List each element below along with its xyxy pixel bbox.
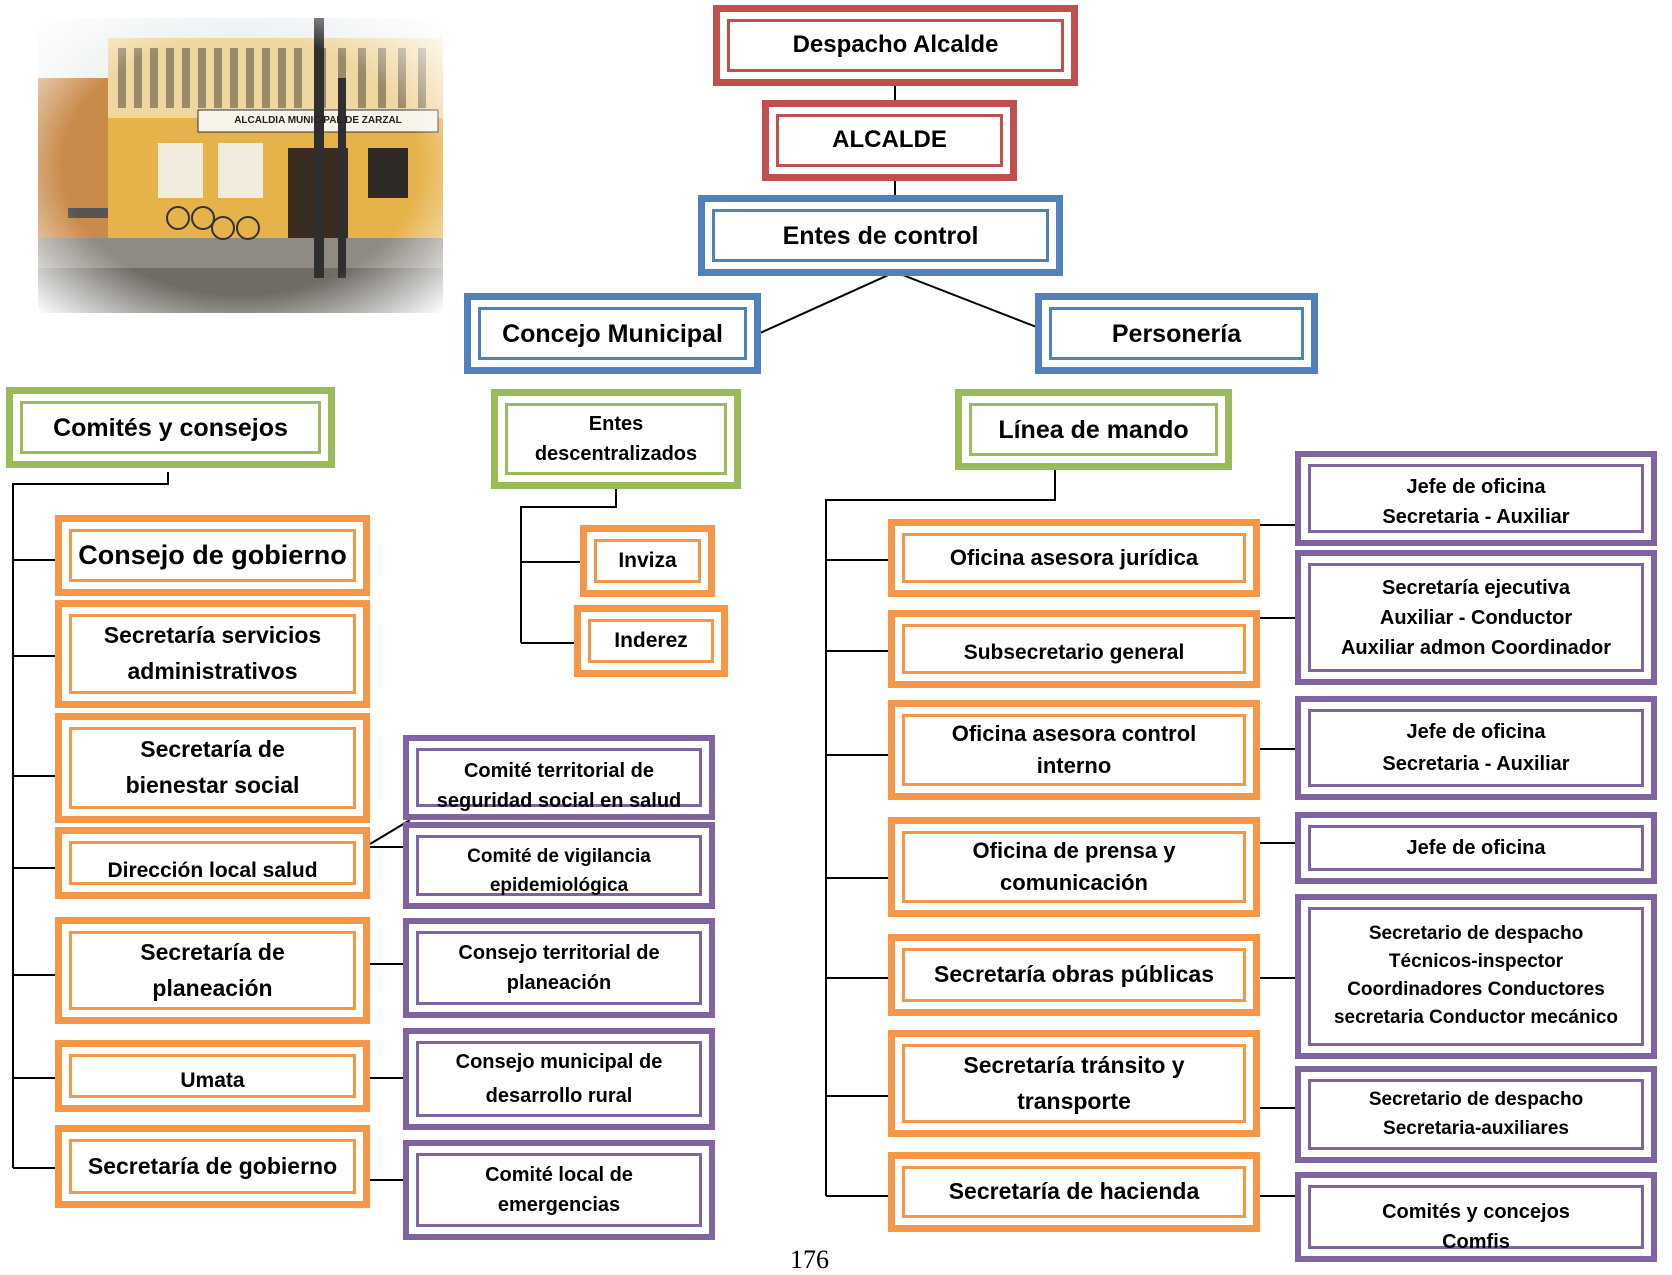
comites-consejos-label: Comités y consejos [53, 413, 288, 442]
committee-label: emergencias [497, 1194, 621, 1216]
left-item-consejo-gobierno: Consejo de gobierno [55, 515, 370, 596]
left-item-label: planeación [152, 974, 273, 1001]
committee-label: epidemiológica [489, 874, 629, 896]
right-item-label: Secretaría obras públicas [934, 961, 1214, 988]
staff-label: Coordinadores Conductores [1347, 979, 1605, 1000]
middle-item-inderez: Inderez [574, 605, 728, 677]
left-item-bienestar-social: Secretaría de bienestar social [55, 713, 370, 823]
entes-descentralizados-label: descentralizados [534, 443, 698, 465]
staff-label: Secretaría ejecutiva [1382, 576, 1570, 599]
alcalde-box: ALCALDE [762, 100, 1017, 181]
staff-label: Jefe de oficina [1406, 721, 1546, 743]
staff-subsecretario: Secretaría ejecutiva Auxiliar - Conducto… [1295, 550, 1657, 685]
right-item-label: Secretaría de hacienda [948, 1178, 1200, 1205]
personeria-box: Personería [1035, 293, 1318, 374]
left-item-label: Secretaría servicios [103, 622, 322, 649]
left-item-servicios-administrativos: Secretaría servicios administrativos [55, 600, 370, 708]
committee-desarrollo-rural: Consejo municipal de desarrollo rural [403, 1028, 715, 1130]
right-item-label: Subsecretario general [963, 641, 1185, 665]
left-item-label: Secretaría de gobierno [87, 1152, 338, 1179]
right-item-subsecretario-general: Subsecretario general [888, 610, 1260, 688]
staff-label: Jefe de oficina [1406, 476, 1546, 498]
staff-label: Auxiliar admon Coordinador [1340, 636, 1612, 659]
comites-consejos-header: Comités y consejos [6, 387, 335, 468]
staff-label: secretaria Conductor mecánico [1333, 1006, 1619, 1028]
left-item-secretaria-gobierno: Secretaría de gobierno [55, 1125, 370, 1208]
staff-obras-publicas: Secretario de despacho Técnicos-inspecto… [1295, 894, 1657, 1059]
committee-label: Comité de vigilancia [467, 846, 651, 867]
staff-juridica: Jefe de oficina Secretaria - Auxiliar [1295, 451, 1657, 546]
right-item-prensa-comunicacion: Oficina de prensa y comunicación [888, 817, 1260, 917]
page-number: 176 [790, 1245, 829, 1274]
right-item-label: Oficina de prensa y [972, 837, 1176, 863]
right-item-label: transporte [1017, 1087, 1131, 1114]
committee-label: planeación [506, 972, 612, 994]
middle-item-label: Inderez [614, 629, 688, 653]
committee-label: Consejo municipal de [455, 1051, 663, 1073]
right-item-label: interno [1036, 753, 1112, 778]
middle-item-inviza: Inviza [580, 525, 715, 597]
committee-consejo-territorial-planeacion: Consejo territorial de planeación [403, 918, 715, 1018]
staff-hacienda: Comités y concejos Comfis [1295, 1172, 1657, 1262]
right-item-label: comunicación [1000, 870, 1148, 895]
left-item-label: Umata [180, 1069, 245, 1093]
left-item-label: administrativos [127, 658, 298, 684]
entes-descentralizados-label: Entes [588, 413, 644, 435]
town-hall-photo: ALCALDIA MUNICIPAL DE ZARZAL [38, 18, 443, 313]
staff-transito: Secretario de despacho Secretaria-auxili… [1295, 1066, 1657, 1163]
right-item-label: Oficina asesora jurídica [949, 544, 1199, 570]
concejo-municipal-label: Concejo Municipal [502, 319, 723, 348]
left-item-label: Dirección local salud [107, 859, 318, 883]
staff-prensa: Jefe de oficina [1295, 812, 1657, 884]
left-item-planeacion: Secretaría de planeación [55, 917, 370, 1024]
staff-label: Comfis [1442, 1231, 1510, 1253]
staff-control-interno: Jefe de oficina Secretaria - Auxiliar [1295, 696, 1657, 800]
entes-descentralizados-header: Entes descentralizados [491, 389, 741, 489]
right-item-label: Secretaría tránsito y [963, 1051, 1185, 1078]
building-sign: ALCALDIA MUNICIPAL DE ZARZAL [234, 115, 402, 126]
committee-emergencias: Comité local de emergencias [403, 1140, 715, 1240]
left-item-label: Secretaría de [140, 938, 285, 965]
left-item-direccion-local-salud: Dirección local salud [55, 827, 370, 899]
committee-label: seguridad social en salud [436, 790, 682, 812]
staff-label: Auxiliar - Conductor [1379, 606, 1573, 629]
committee-label: Comité local de [485, 1164, 633, 1186]
left-item-label: bienestar social [125, 772, 300, 798]
right-item-hacienda: Secretaría de hacienda [888, 1152, 1260, 1232]
right-item-transito-transporte: Secretaría tránsito y transporte [888, 1030, 1260, 1137]
staff-label: Secretaria-auxiliares [1383, 1117, 1569, 1139]
committee-label: desarrollo rural [485, 1085, 633, 1107]
despacho-alcalde-box: Despacho Alcalde [713, 5, 1078, 86]
committee-seguridad-social: Comité territorial de seguridad social e… [403, 735, 715, 820]
committee-label: Comité territorial de [463, 760, 655, 782]
left-item-label: Secretaría de [140, 736, 285, 763]
staff-label: Secretario de despacho [1368, 923, 1584, 945]
entes-control-label: Entes de control [782, 221, 979, 250]
left-item-umata: Umata [55, 1040, 370, 1112]
middle-item-label: Inviza [618, 549, 677, 573]
linea-de-mando-header: Línea de mando [955, 389, 1232, 470]
staff-label: Secretaria - Auxiliar [1382, 753, 1570, 775]
staff-label: Técnicos-inspector [1388, 951, 1564, 973]
right-item-label: Oficina asesora control [951, 720, 1197, 746]
staff-label: Comités y concejos [1382, 1201, 1570, 1223]
staff-label: Secretario de despacho [1368, 1088, 1584, 1110]
right-item-obras-publicas: Secretaría obras públicas [888, 934, 1260, 1016]
left-item-label: Consejo de gobierno [78, 540, 347, 571]
despacho-alcalde-label: Despacho Alcalde [792, 31, 999, 59]
entes-control-box: Entes de control [698, 195, 1063, 276]
concejo-municipal-box: Concejo Municipal [464, 293, 761, 374]
personeria-label: Personería [1111, 319, 1242, 348]
committee-label: Consejo territorial de [458, 942, 660, 964]
committee-vigilancia-epidemiologica: Comité de vigilancia epidemiológica [403, 822, 715, 909]
staff-label: Jefe de oficina [1406, 837, 1546, 859]
right-item-control-interno: Oficina asesora control interno [888, 700, 1260, 800]
alcalde-label: ALCALDE [832, 126, 947, 154]
staff-label: Secretaria - Auxiliar [1382, 506, 1570, 528]
right-item-asesora-juridica: Oficina asesora jurídica [888, 519, 1260, 597]
linea-de-mando-label: Línea de mando [998, 415, 1189, 444]
